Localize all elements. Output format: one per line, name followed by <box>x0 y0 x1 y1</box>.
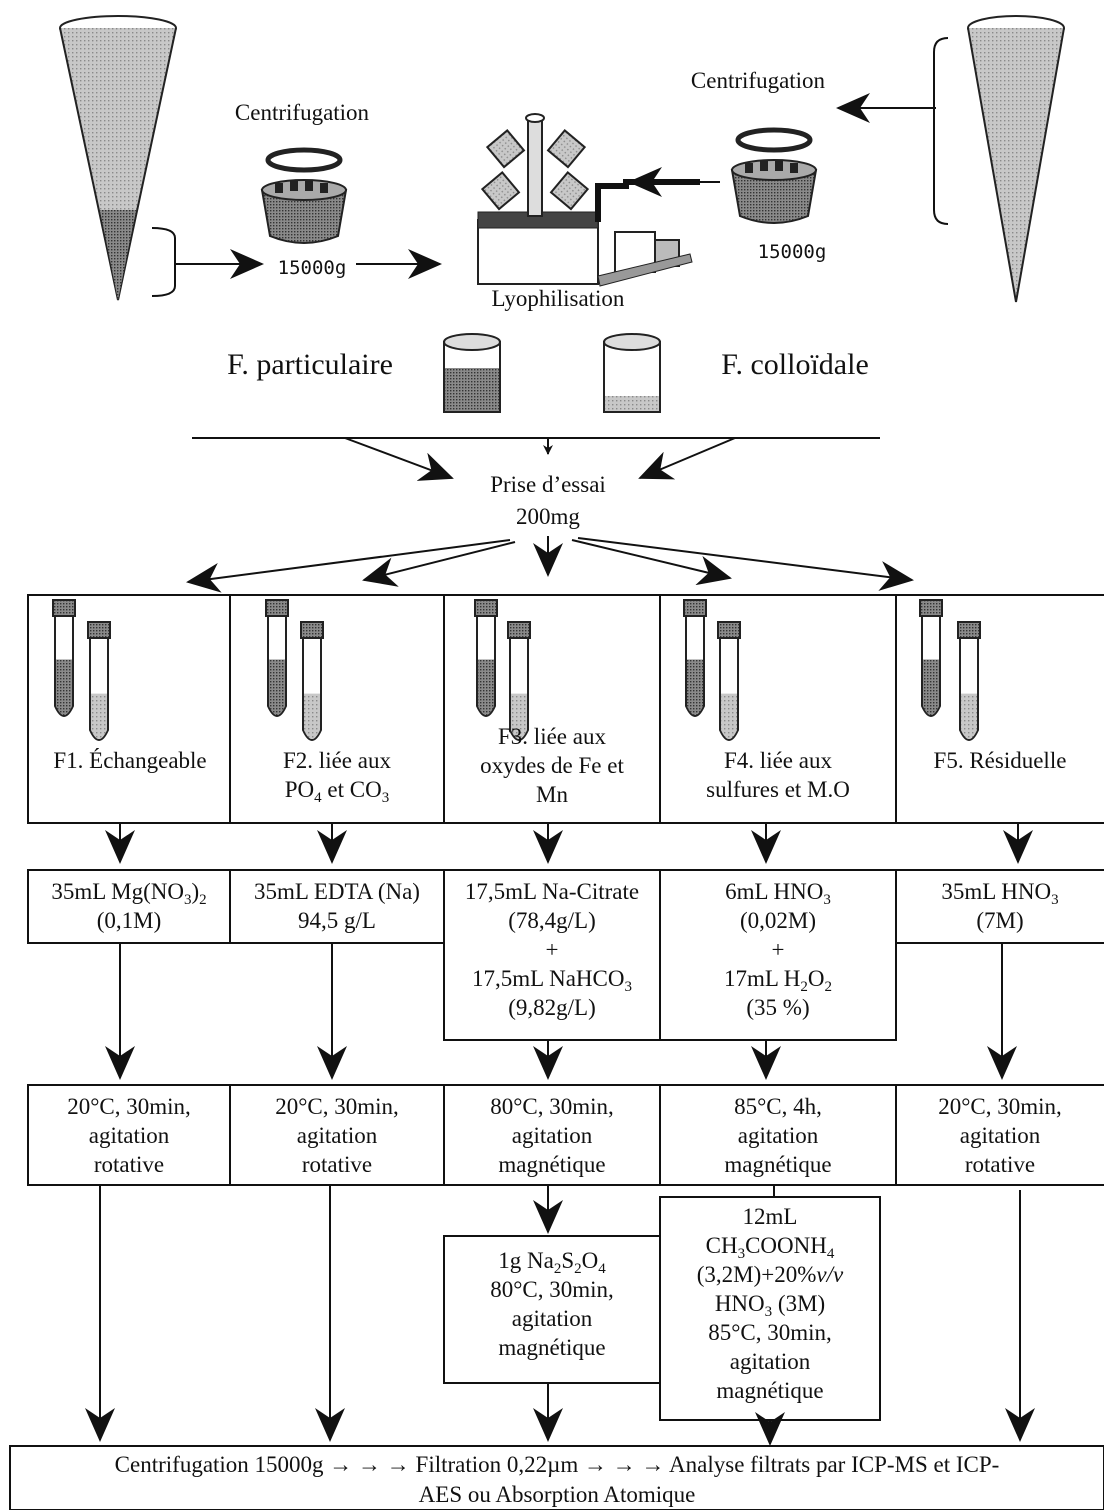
sample-tube <box>265 599 289 717</box>
cone-tube-right <box>967 15 1065 303</box>
bracket-left <box>151 227 176 297</box>
sample-tube <box>52 599 76 717</box>
sample-tube <box>87 621 111 741</box>
label-fraction-colloidale: F. colloïdale <box>721 348 869 381</box>
reagent-f5: 35mL HNO3(7M) <box>941 879 1059 933</box>
reagent-f4: 6mL HNO3(0,02M)+17mL H2O2(35 %) <box>723 879 833 1020</box>
reagent-f2: 35mL EDTA (Na)94,5 g/L <box>254 879 420 933</box>
sample-tube <box>919 599 943 717</box>
reagent-f3: 17,5mL Na-Citrate(78,4g/L)+17,5mL NaHCO3… <box>464 879 640 1020</box>
condition-boxes <box>27 1084 1104 1186</box>
sample-tube <box>507 621 531 741</box>
final-box <box>9 1445 1104 1510</box>
label-centrifugation-left: Centrifugation <box>234 100 370 125</box>
label-speed-left: 15000g <box>277 257 347 279</box>
cone-tube-left <box>59 15 177 301</box>
sample-tube <box>717 621 741 741</box>
centrifuge-right <box>730 127 818 224</box>
reagent-boxes <box>27 869 1104 1041</box>
jar-colloidale <box>603 333 661 413</box>
label-centrifugation-right: Centrifugation <box>690 68 826 93</box>
extra-box-f4 <box>659 1196 881 1421</box>
lyophilizer <box>477 113 700 287</box>
label-prise-mass: 200mg <box>516 504 580 529</box>
sample-tube <box>683 599 707 717</box>
label-fraction-particulaire: F. particulaire <box>227 348 393 381</box>
centrifuge-tubes <box>52 599 981 741</box>
reagent-f1: 35mL Mg(NO3)2(0,1M) <box>51 879 207 933</box>
fraction-boxes <box>27 594 1104 824</box>
fraction-label-f1: F1. Échangeable <box>53 748 207 773</box>
jar-particulaire <box>443 333 501 413</box>
sample-tube <box>957 621 981 741</box>
fraction-label-f5: F5. Résiduelle <box>933 748 1067 773</box>
sample-tube <box>300 621 324 741</box>
label-speed-right: 15000g <box>757 241 827 263</box>
bracket-right <box>933 37 949 225</box>
centrifuge-left <box>260 147 348 244</box>
sample-tube <box>474 599 498 717</box>
column-arrows <box>85 823 1035 1446</box>
final-line-2: AES ou Absorption Atomique <box>418 1482 696 1507</box>
label-prise-essai: Prise d’essai <box>490 472 606 497</box>
final-line-1: Centrifugation 15000g → → → Filtration 0… <box>114 1452 1000 1477</box>
label-lyophilisation: Lyophilisation <box>491 286 625 311</box>
